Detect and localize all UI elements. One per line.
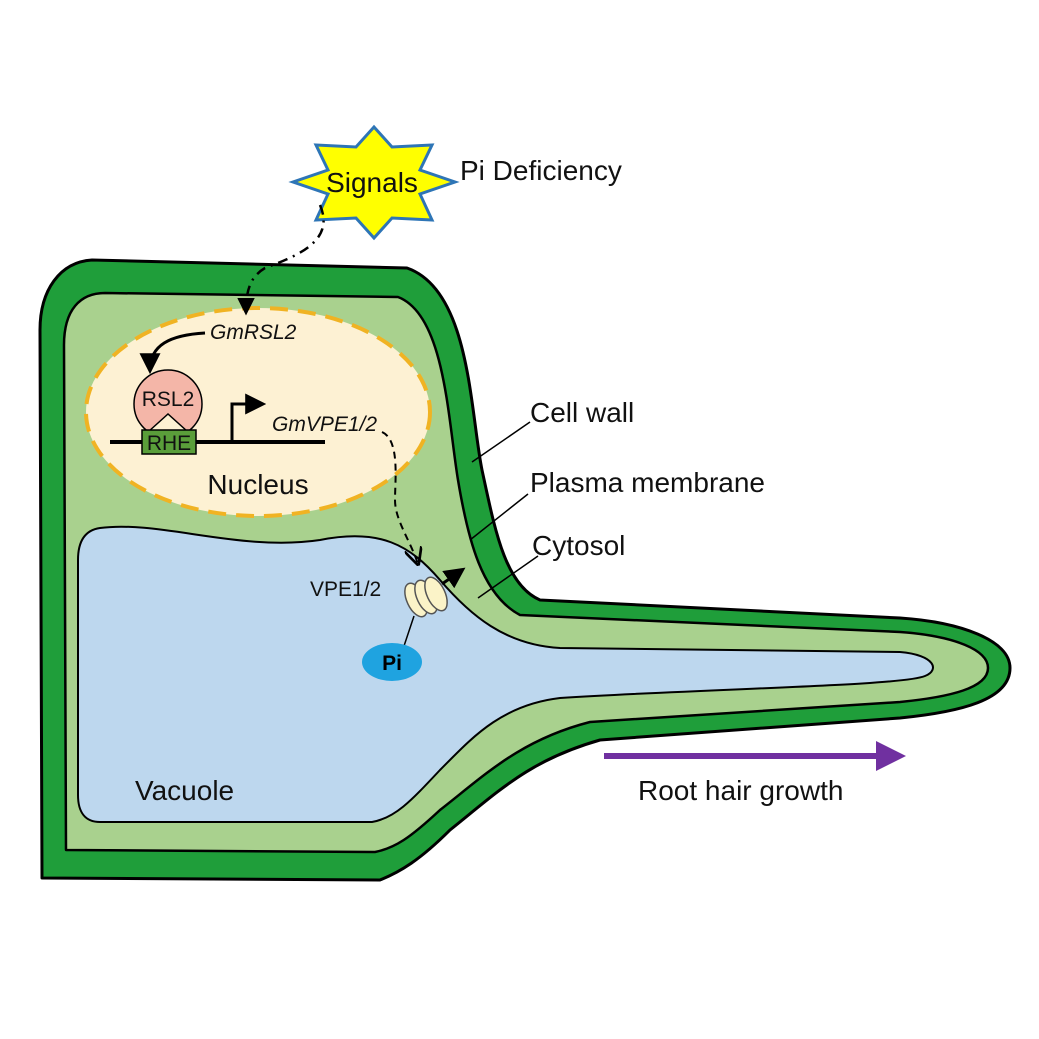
rsl2-arrow <box>139 331 206 375</box>
cytosol-leader <box>477 555 539 599</box>
plasma-membrane-leader <box>469 493 529 541</box>
vpe-transporter-label: VPE1/2 <box>310 578 381 601</box>
vpe-transporter <box>404 576 448 618</box>
gene-gmrsl2-label: GmRSL2 <box>210 321 297 344</box>
rsl2-protein-label: RSL2 <box>142 388 195 411</box>
gene-gmvpe-label: GmVPE1/2 <box>272 413 377 436</box>
transport-arrow <box>441 567 466 589</box>
root-hair-growth-label: Root hair growth <box>638 775 843 806</box>
signals-star <box>288 124 460 241</box>
signal-arrow <box>237 204 325 316</box>
rhe-label: RHE <box>147 432 191 455</box>
cytosol-label: Cytosol <box>532 530 625 561</box>
pi-ion <box>362 643 422 681</box>
vpe-expression-arrow <box>381 431 418 564</box>
cell-wall-label: Cell wall <box>530 397 634 428</box>
nucleus-label: Nucleus <box>207 469 308 500</box>
plasma-membrane-label: Plasma membrane <box>530 467 765 498</box>
vacuole <box>77 525 934 823</box>
pi-connector <box>403 615 415 647</box>
vacuole-label: Vacuole <box>135 775 234 806</box>
pi-label: Pi <box>382 652 402 675</box>
transcription-start-arrow <box>230 393 267 442</box>
signals-label: Signals <box>326 167 418 198</box>
cell-wall-leader <box>471 421 531 463</box>
rhe-element <box>141 429 197 455</box>
pi-deficiency-label: Pi Deficiency <box>460 155 622 186</box>
